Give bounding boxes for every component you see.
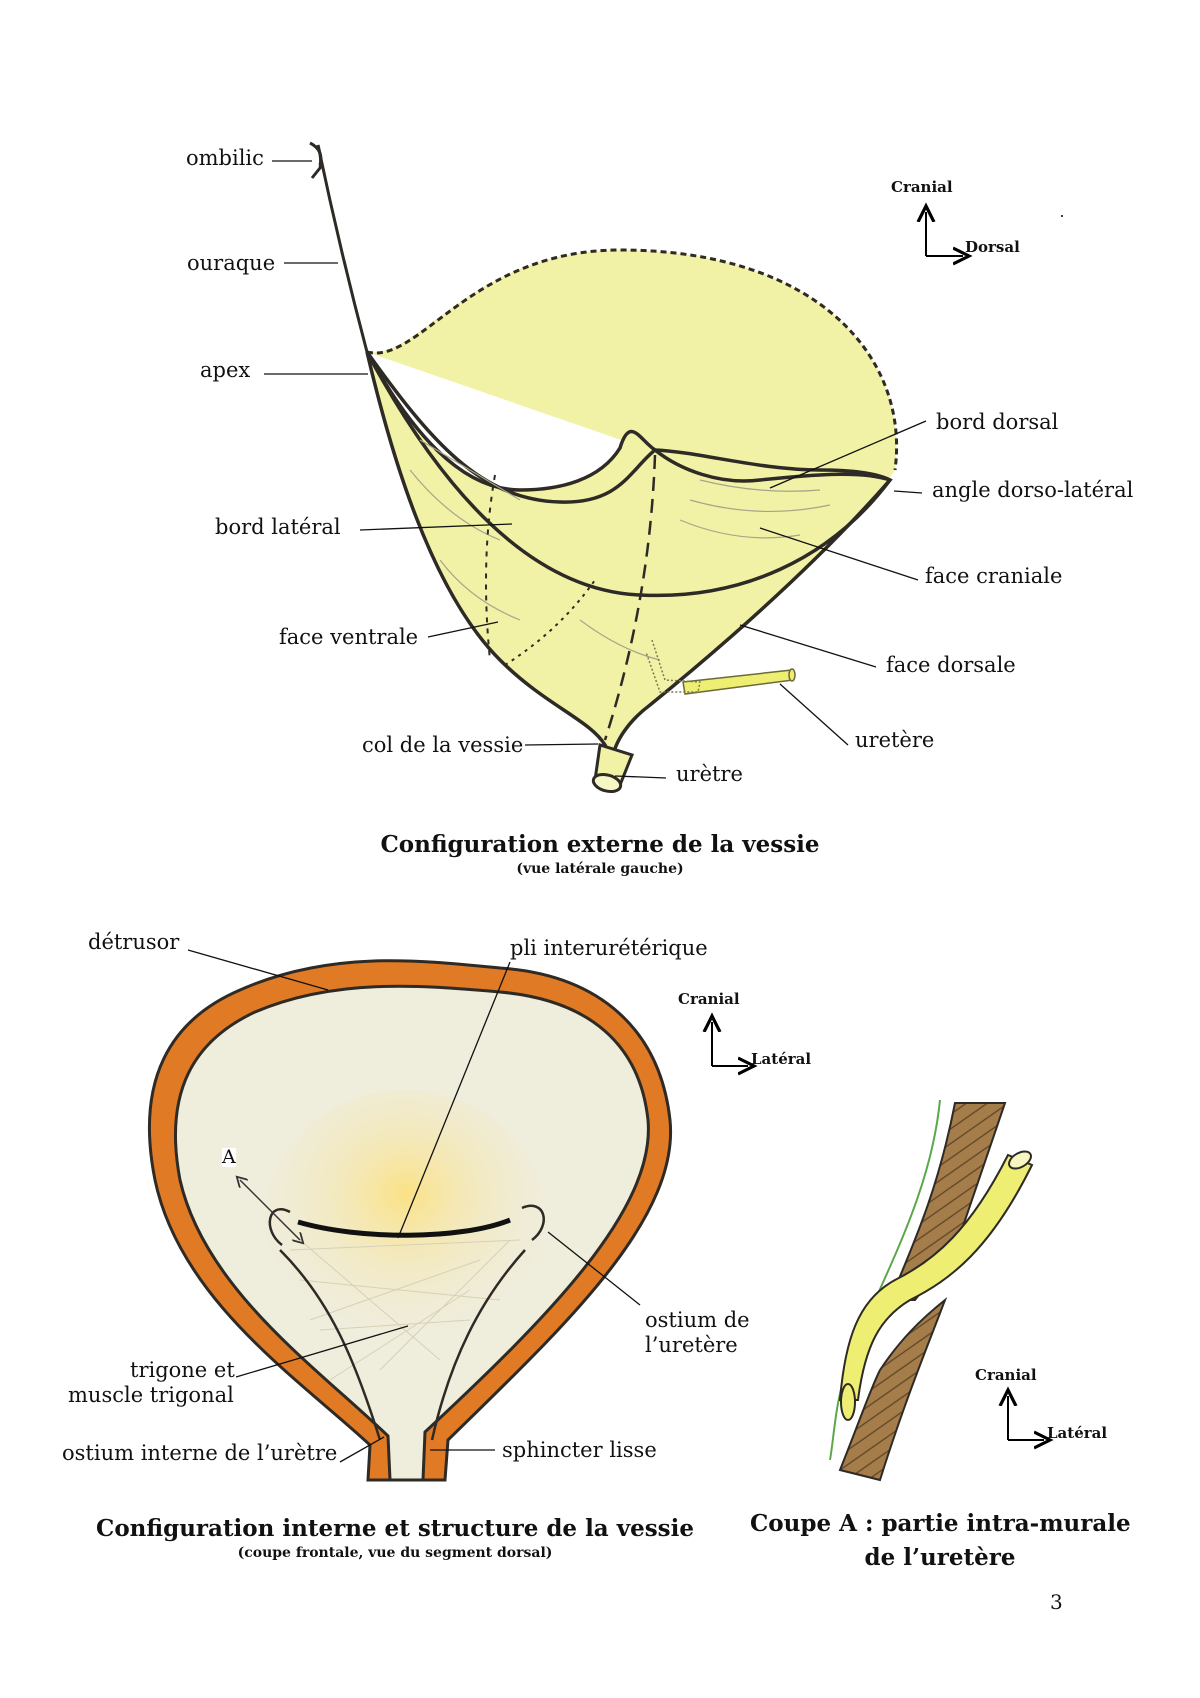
label-trigone-line2: muscle trigonal [68, 1383, 234, 1407]
ureter-intramural-dotted [645, 639, 701, 693]
label-bord-lateral: bord latéral [215, 515, 341, 539]
label-ostium-uretere-line2: l’uretère [645, 1333, 738, 1357]
figure1-leaders [264, 160, 927, 779]
label-face-dorsale: face dorsale [886, 653, 1016, 677]
figure2-title: Configuration interne et structure de la… [96, 1515, 694, 1542]
figure1-subtitle: (vue latérale gauche) [516, 861, 684, 877]
ureter-cut-end-bottom [840, 1383, 856, 1421]
ventral-dashed-line [485, 474, 496, 661]
figure2-orientation-arrows [712, 1022, 748, 1066]
figure3-title-line1: Coupe A : partie intra-murale [750, 1510, 1131, 1537]
trigone-fibres [289, 1239, 521, 1381]
trigone-left-edge [279, 1249, 382, 1441]
label-col-vessie: col de la vessie [362, 733, 524, 757]
orientation-lateral-2: Latéral [751, 1050, 812, 1068]
label-ombilic: ombilic [186, 146, 264, 170]
orientation-lateral-3: Latéral [1047, 1424, 1108, 1442]
figure2-leaders [187, 949, 641, 1463]
figure1-orientation-arrows [926, 212, 963, 256]
ureter-end [788, 668, 796, 682]
trigone-right-edge [430, 1249, 526, 1441]
ureter-cut-end-top [1008, 1150, 1032, 1170]
label-uretre: urètre [676, 762, 743, 786]
label-section-a: A [222, 1146, 236, 1168]
interureteric-fold [297, 1217, 511, 1238]
label-ostium-uretere-line1: ostium de [645, 1308, 750, 1332]
bladder-dome-fill [367, 250, 897, 480]
median-dashed-line [603, 454, 657, 741]
label-ostium-interne-uretre: ostium interne de l’urètre [62, 1441, 338, 1465]
label-face-craniale: face craniale [925, 564, 1063, 588]
bladder-wall-lower [838, 1296, 948, 1482]
page-number: 3 [1050, 1590, 1063, 1614]
label-uretere: uretère [855, 728, 935, 752]
urethra-opening [591, 772, 623, 794]
ombilic-hook [309, 141, 323, 166]
stray-dot [1061, 215, 1063, 217]
section-a-arrow [240, 1180, 300, 1240]
figure1-title: Configuration externe de la vessie [380, 831, 820, 858]
orientation-cranial-2: Cranial [678, 990, 740, 1008]
label-sphincter-lisse: sphincter lisse [502, 1438, 657, 1462]
bladder-dome-dashed-outline [366, 248, 898, 471]
label-pli-interureterique: pli interurétérique [510, 936, 708, 960]
orientation-dorsal-1: Dorsal [965, 238, 1020, 256]
figure2-subtitle: (coupe frontale, vue du segment dorsal) [237, 1545, 553, 1561]
orientation-cranial-1: Cranial [891, 178, 953, 196]
label-bord-dorsal: bord dorsal [936, 410, 1059, 434]
right-ureteric-ostium [521, 1204, 545, 1241]
label-face-ventrale: face ventrale [279, 625, 419, 649]
label-apex: apex [200, 358, 251, 382]
ureter-intramural [838, 1153, 1034, 1401]
figure3-title-line2: de l’uretère [864, 1544, 1016, 1571]
label-angle-dorso-lateral: angle dorso-latéral [932, 478, 1134, 502]
label-detrusor: détrusor [88, 930, 180, 954]
label-ouraque: ouraque [187, 251, 276, 275]
figure3-orientation-arrows [1008, 1396, 1044, 1440]
orientation-cranial-3: Cranial [975, 1366, 1037, 1384]
label-trigone-line1: trigone et [130, 1358, 235, 1382]
